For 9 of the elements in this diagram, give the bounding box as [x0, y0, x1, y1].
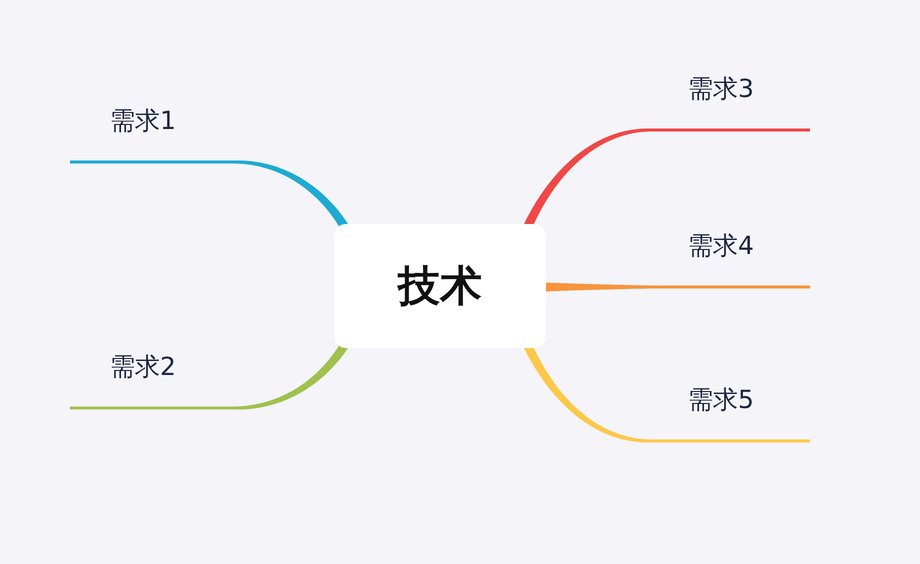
- subtopic-label: 需求1: [70, 104, 235, 162]
- subtopic-label: 需求5: [650, 383, 810, 441]
- central-topic: 技术: [334, 224, 546, 348]
- branch-connector: [70, 344, 348, 410]
- subtopic-label: 需求2: [70, 350, 235, 408]
- branch-connector: [70, 160, 348, 228]
- branch-connector: [546, 282, 810, 292]
- subtopic-label: 需求3: [650, 72, 810, 130]
- subtopic-label: 需求4: [650, 229, 810, 287]
